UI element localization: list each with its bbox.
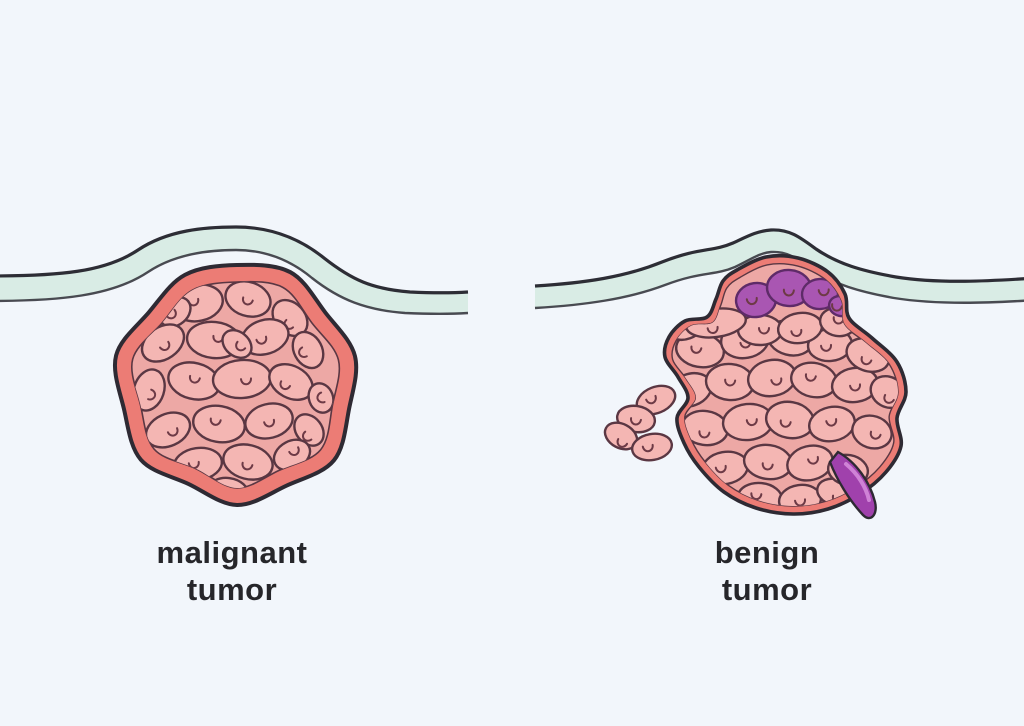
cell-body xyxy=(808,405,856,443)
tumor-cell xyxy=(851,414,893,450)
tumor-cell xyxy=(808,405,856,443)
cell-nucleus-mark xyxy=(745,296,758,306)
benign-tumor-label: benign tumor xyxy=(607,534,927,608)
cell-nucleus-mark xyxy=(714,464,727,474)
cell-nucleus-mark xyxy=(240,377,252,386)
malignant-label-line2: tumor xyxy=(186,572,278,607)
cell-nucleus-mark xyxy=(761,462,774,471)
cell-nucleus-mark xyxy=(645,394,657,405)
cell-nucleus-mark xyxy=(279,380,292,391)
cell-body xyxy=(222,443,274,481)
cell-nucleus-mark xyxy=(779,419,792,428)
cell-nucleus-mark xyxy=(758,327,770,335)
cell-nucleus-mark xyxy=(770,377,783,386)
tumor-cell xyxy=(244,402,294,440)
cell-nucleus-mark xyxy=(860,356,873,366)
invasion-tendril xyxy=(828,450,877,520)
cell-nucleus-mark xyxy=(159,340,171,351)
cell-nucleus-mark xyxy=(690,345,703,354)
cell-nucleus-mark xyxy=(209,417,222,426)
cell-nucleus-mark xyxy=(745,418,758,427)
atypical-tumor-cell xyxy=(765,268,813,308)
cell-nucleus-mark xyxy=(302,430,313,442)
cell-nucleus-mark xyxy=(706,325,719,334)
cell-nucleus-mark xyxy=(724,378,737,387)
cell-nucleus-mark xyxy=(630,417,642,426)
cell-nucleus-mark xyxy=(849,383,861,392)
skin-outline-top-right xyxy=(534,228,1024,288)
cell-nucleus-mark xyxy=(750,492,763,501)
cell-nucleus-mark xyxy=(188,374,201,384)
malignant-label-line1: malignant xyxy=(156,535,308,570)
cell-nucleus-mark xyxy=(794,498,806,507)
skin-band-right xyxy=(535,229,1024,308)
cell-nucleus-mark xyxy=(883,393,895,404)
cell-nucleus-mark xyxy=(255,335,268,345)
cell-nucleus-mark xyxy=(616,438,629,448)
tumor-cell xyxy=(224,281,272,318)
cell-nucleus-mark xyxy=(235,340,247,352)
cell-nucleus-mark xyxy=(316,391,326,404)
tumor-cell xyxy=(192,404,246,444)
tumor-cell xyxy=(222,443,274,481)
cell-nucleus-mark xyxy=(165,308,177,320)
tumor-cell xyxy=(293,413,325,447)
cell-nucleus-mark xyxy=(241,296,254,306)
cell-nucleus-mark xyxy=(782,288,795,297)
tumor-cell xyxy=(307,382,335,414)
cell-nucleus-mark xyxy=(147,388,157,401)
cell-nucleus-mark xyxy=(298,346,308,358)
benign-tumor-figure xyxy=(603,253,908,520)
cell-nucleus-mark xyxy=(641,443,654,453)
tumor-cell xyxy=(221,329,253,359)
tendril-body xyxy=(828,450,877,520)
cell-body xyxy=(291,330,325,370)
cell-body xyxy=(244,402,294,440)
cell-body xyxy=(293,413,325,447)
skin-band-left xyxy=(0,227,468,314)
cell-nucleus-mark xyxy=(187,460,200,470)
skin-membrane-right xyxy=(534,228,1024,310)
cell-nucleus-mark xyxy=(790,328,803,338)
skin-outline-bottom-left xyxy=(0,248,469,315)
skin-outline-top-left xyxy=(0,225,469,295)
escaped-cells xyxy=(603,384,677,462)
malignant-tumor-label: malignant tumor xyxy=(72,534,392,608)
tumor-cell xyxy=(240,318,290,356)
cell-nucleus-mark xyxy=(804,373,817,382)
cell-nucleus-mark xyxy=(831,303,843,312)
cell-nucleus-mark xyxy=(241,461,254,471)
tumor-cell xyxy=(291,330,325,370)
cell-nucleus-mark xyxy=(698,430,711,439)
malignant-tumor-figure xyxy=(113,262,359,508)
cell-nucleus-mark xyxy=(869,430,882,440)
cell-nucleus-mark xyxy=(263,418,276,428)
cell-body xyxy=(307,382,335,414)
benign-label-line1: benign xyxy=(714,535,820,570)
escaped-cell xyxy=(630,432,674,462)
tumor-cell xyxy=(132,368,166,412)
cell-nucleus-mark xyxy=(817,288,830,297)
cell-nucleus-mark xyxy=(820,343,832,352)
tendril-highlight xyxy=(844,462,871,502)
cell-nucleus-mark xyxy=(166,427,179,437)
cell-nucleus-mark xyxy=(825,418,838,427)
cell-nucleus-mark xyxy=(807,455,819,465)
skin-outline-bottom-right xyxy=(534,250,1024,310)
cell-body xyxy=(224,281,272,318)
benign-label-line2: tumor xyxy=(721,572,813,607)
skin-membrane-left xyxy=(0,225,469,315)
escaped-cell xyxy=(635,384,677,416)
cell-nucleus-mark xyxy=(288,446,300,456)
